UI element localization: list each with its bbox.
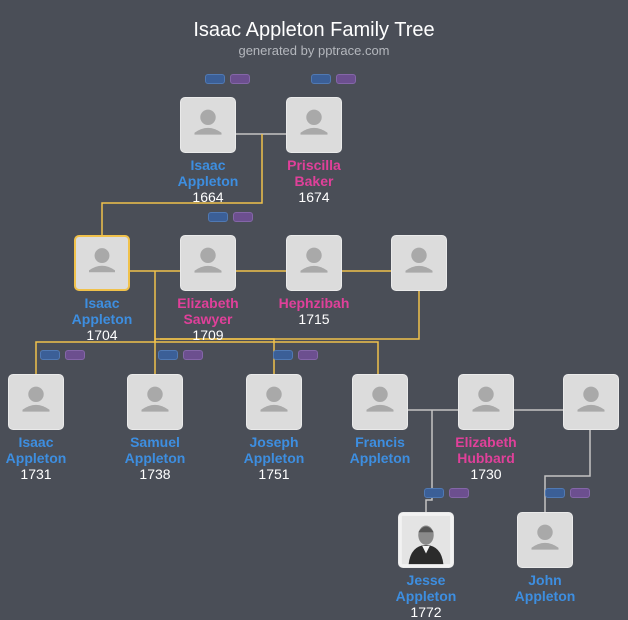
relation-tag-blue[interactable] (40, 350, 60, 360)
person-card[interactable] (517, 512, 573, 568)
relation-tag-blue[interactable] (311, 74, 331, 84)
person-first-name: John (528, 572, 562, 588)
person-birth-year: 1715 (298, 311, 330, 327)
person-first-name: Priscilla (287, 157, 341, 173)
person-card[interactable] (563, 374, 619, 430)
person-first-name: Isaac (190, 157, 226, 173)
relation-tag-blue[interactable] (545, 488, 565, 498)
person-silhouette-icon (194, 109, 222, 135)
person-last-name: Appleton (514, 588, 576, 604)
person-silhouette-icon (472, 386, 500, 412)
connector-line (425, 410, 433, 512)
person-last-name: Sawyer (183, 311, 233, 327)
person-card[interactable] (352, 374, 408, 430)
person-last-name: Appleton (349, 450, 411, 466)
person-birth-year: 1731 (20, 466, 52, 482)
person-silhouette-icon (531, 524, 559, 550)
person-silhouette-icon (260, 386, 288, 412)
person-silhouette-icon (405, 247, 433, 273)
person-first-name: Samuel (130, 434, 180, 450)
person-first-name: Isaac (18, 434, 54, 450)
person-birth-year: 1664 (192, 189, 224, 205)
person-last-name: Appleton (243, 450, 305, 466)
person-first-name: Elizabeth (177, 295, 239, 311)
relation-tag-purple[interactable] (65, 350, 85, 360)
person-silhouette-icon (366, 386, 394, 412)
person-silhouette-icon (194, 247, 222, 273)
person-first-name: Francis (355, 434, 405, 450)
person-card[interactable] (286, 97, 342, 153)
connector-line (35, 271, 156, 374)
person-last-name: Appleton (5, 450, 67, 466)
person-birth-year: 1730 (470, 466, 502, 482)
person-first-name: Hephzibah (278, 295, 350, 311)
relation-tag-blue[interactable] (424, 488, 444, 498)
page-title: Isaac Appleton Family Tree (193, 19, 435, 41)
relation-tag-purple[interactable] (336, 74, 356, 84)
person-card[interactable] (8, 374, 64, 430)
person-card[interactable] (458, 374, 514, 430)
relation-tag-blue[interactable] (208, 212, 228, 222)
person-birth-year: 1704 (86, 327, 118, 343)
person-card[interactable] (391, 235, 447, 291)
portrait-photo (399, 513, 453, 567)
person-last-name: Hubbard (457, 450, 515, 466)
person-birth-year: 1709 (192, 327, 224, 343)
person-first-name: Jesse (406, 572, 446, 588)
person-first-name: Isaac (84, 295, 120, 311)
person-card[interactable] (180, 97, 236, 153)
relation-tag-purple[interactable] (570, 488, 590, 498)
person-silhouette-icon (141, 386, 169, 412)
connector-line (101, 134, 263, 235)
person-first-name: Elizabeth (455, 434, 517, 450)
relation-tag-purple[interactable] (449, 488, 469, 498)
person-last-name: Appleton (177, 173, 239, 189)
person-first-name: Joseph (249, 434, 299, 450)
relation-tag-blue[interactable] (273, 350, 293, 360)
person-silhouette-icon (300, 109, 328, 135)
person-card[interactable] (180, 235, 236, 291)
person-card[interactable] (127, 374, 183, 430)
person-last-name: Baker (294, 173, 334, 189)
person-last-name: Appleton (71, 311, 133, 327)
person-silhouette-icon (300, 247, 328, 273)
relation-tag-blue[interactable] (158, 350, 178, 360)
person-last-name: Appleton (124, 450, 186, 466)
person-card[interactable] (74, 235, 130, 291)
person-silhouette-icon (22, 386, 50, 412)
person-card[interactable] (398, 512, 454, 568)
connector-line (544, 430, 591, 512)
person-card[interactable] (246, 374, 302, 430)
connector-line (160, 291, 420, 340)
relation-tag-purple[interactable] (183, 350, 203, 360)
person-birth-year: 1772 (410, 604, 442, 620)
person-birth-year: 1738 (139, 466, 171, 482)
person-birth-year: 1751 (258, 466, 290, 482)
person-silhouette-icon (89, 248, 115, 273)
connector-line (155, 341, 379, 374)
person-card[interactable] (286, 235, 342, 291)
person-last-name: Appleton (395, 588, 457, 604)
relation-tag-blue[interactable] (205, 74, 225, 84)
relation-tag-purple[interactable] (298, 350, 318, 360)
relation-tag-purple[interactable] (233, 212, 253, 222)
relation-tag-purple[interactable] (230, 74, 250, 84)
person-birth-year: 1674 (298, 189, 330, 205)
person-silhouette-icon (577, 386, 605, 412)
page-subtitle: generated by pptrace.com (238, 43, 390, 58)
